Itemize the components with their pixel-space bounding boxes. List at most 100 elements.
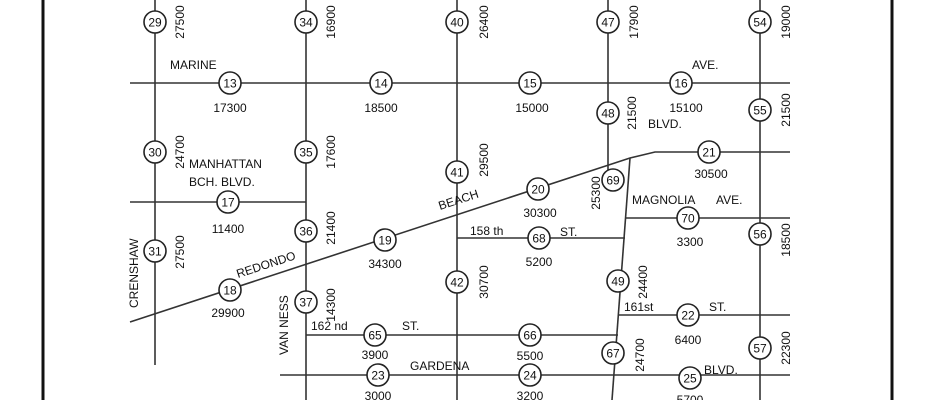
intersection-circle <box>748 222 772 246</box>
intersection-id: 68 <box>532 232 546 246</box>
traffic-volume-label: 27500 <box>173 235 187 269</box>
intersection-circle <box>748 336 772 360</box>
intersection-id: 42 <box>450 276 464 290</box>
intersection-id: 65 <box>368 329 382 343</box>
intersection-id: 25 <box>683 372 697 386</box>
street-label-van-ness: VAN NESS <box>277 295 291 355</box>
intersection-id: 67 <box>606 347 620 361</box>
intersection-circle <box>526 177 550 201</box>
traffic-volume-label: 3900 <box>362 348 389 362</box>
traffic-volume-label: 3000 <box>365 389 392 400</box>
traffic-volume-label: 26400 <box>477 5 491 39</box>
street-label-magnolia: MAGNOLIA <box>632 193 695 207</box>
street-label-162nd-st: ST. <box>402 319 419 333</box>
traffic-volume-label: 17900 <box>627 5 641 39</box>
street-label-marine-ave: AVE. <box>692 58 718 72</box>
intersection-circle <box>518 323 542 347</box>
intersection-id: 13 <box>223 77 237 91</box>
street-label-marine: MARINE <box>170 58 217 72</box>
intersection-id: 49 <box>611 275 625 289</box>
street-labels: MARINE AVE. MANHATTAN BCH. BLVD. BLVD. B… <box>127 58 742 377</box>
intersection-circle <box>373 228 397 252</box>
intersection-circle <box>676 206 700 230</box>
traffic-volume-label: 24400 <box>636 265 650 299</box>
intersection-circle <box>748 10 772 34</box>
traffic-volume-label: 21500 <box>625 96 639 130</box>
intersection-marker: 48 <box>596 101 620 125</box>
street-label-158th-st: ST. <box>560 225 577 239</box>
street-label-crenshaw: CRENSHAW <box>127 238 141 308</box>
intersection-marker: 69 <box>601 168 625 192</box>
intersection-circle <box>294 10 318 34</box>
intersection-marker: 37 <box>294 290 318 314</box>
traffic-volume-label: 5700 <box>677 393 704 400</box>
traffic-volume-label: 16900 <box>324 5 338 39</box>
traffic-volume-label: 22300 <box>779 331 793 365</box>
intersection-marker: 66 <box>518 323 542 347</box>
intersection-marker: 40 <box>445 10 469 34</box>
intersection-circle <box>216 190 240 214</box>
intersection-id: 57 <box>753 342 767 356</box>
intersection-id: 17 <box>221 196 235 210</box>
intersection-id: 66 <box>523 329 537 343</box>
intersection-marker: 41 <box>445 160 469 184</box>
traffic-volume-label: 14300 <box>324 288 338 322</box>
intersection-marker: 13 <box>218 71 242 95</box>
traffic-volume-label: 5500 <box>517 349 544 363</box>
intersection-id: 23 <box>371 369 385 383</box>
intersection-circle <box>369 71 393 95</box>
intersection-circle <box>596 101 620 125</box>
map-frame <box>41 0 894 400</box>
street-label-gardena-blvd: BLVD. <box>704 363 738 377</box>
traffic-volume-label: 19000 <box>779 5 793 39</box>
traffic-volume-label: 17600 <box>324 135 338 169</box>
intersection-circle <box>518 71 542 95</box>
intersection-circle <box>445 270 469 294</box>
intersection-id: 34 <box>299 16 313 30</box>
intersection-marker: 68 <box>527 226 551 250</box>
intersection-id: 30 <box>148 146 162 160</box>
intersection-id: 19 <box>378 234 392 248</box>
intersection-marker: 42 <box>445 270 469 294</box>
street-label-manhattan: MANHATTAN <box>189 157 262 171</box>
traffic-volume-label: 18500 <box>364 101 398 115</box>
intersection-circle <box>294 290 318 314</box>
intersection-marker: 29 <box>143 10 167 34</box>
street-label-gardena: GARDENA <box>410 359 469 373</box>
intersection-id: 40 <box>450 16 464 30</box>
intersection-marker: 24 <box>518 363 542 387</box>
intersection-circle <box>294 140 318 164</box>
street-label-redondo: REDONDO <box>235 249 298 281</box>
intersection-id: 21 <box>702 146 716 160</box>
street-label-blvd-upper: BLVD. <box>648 117 682 131</box>
intersection-marker: 14 <box>369 71 393 95</box>
traffic-volume-label: 30700 <box>477 265 491 299</box>
intersection-circle <box>218 71 242 95</box>
intersection-circle <box>601 168 625 192</box>
intersection-circle <box>366 363 390 387</box>
intersection-id: 29 <box>148 16 162 30</box>
intersection-marker: 18 <box>218 278 242 302</box>
street-label-162nd: 162 nd <box>311 319 348 333</box>
traffic-volume-label: 15100 <box>669 101 703 115</box>
intersection-marker: 34 <box>294 10 318 34</box>
intersection-id: 36 <box>299 225 313 239</box>
intersection-id: 20 <box>531 183 545 197</box>
intersection-circle <box>143 239 167 263</box>
intersection-circle <box>143 140 167 164</box>
intersection-circle <box>363 323 387 347</box>
intersection-marker: 30 <box>143 140 167 164</box>
intersection-id: 54 <box>753 16 767 30</box>
intersection-marker: 31 <box>143 239 167 263</box>
intersection-marker: 57 <box>748 336 772 360</box>
intersection-marker: 35 <box>294 140 318 164</box>
intersection-marker: 17 <box>216 190 240 214</box>
intersection-id: 55 <box>753 104 767 118</box>
intersection-id: 37 <box>299 296 313 310</box>
intersection-circle <box>697 140 721 164</box>
traffic-volume-label: 6400 <box>675 333 702 347</box>
